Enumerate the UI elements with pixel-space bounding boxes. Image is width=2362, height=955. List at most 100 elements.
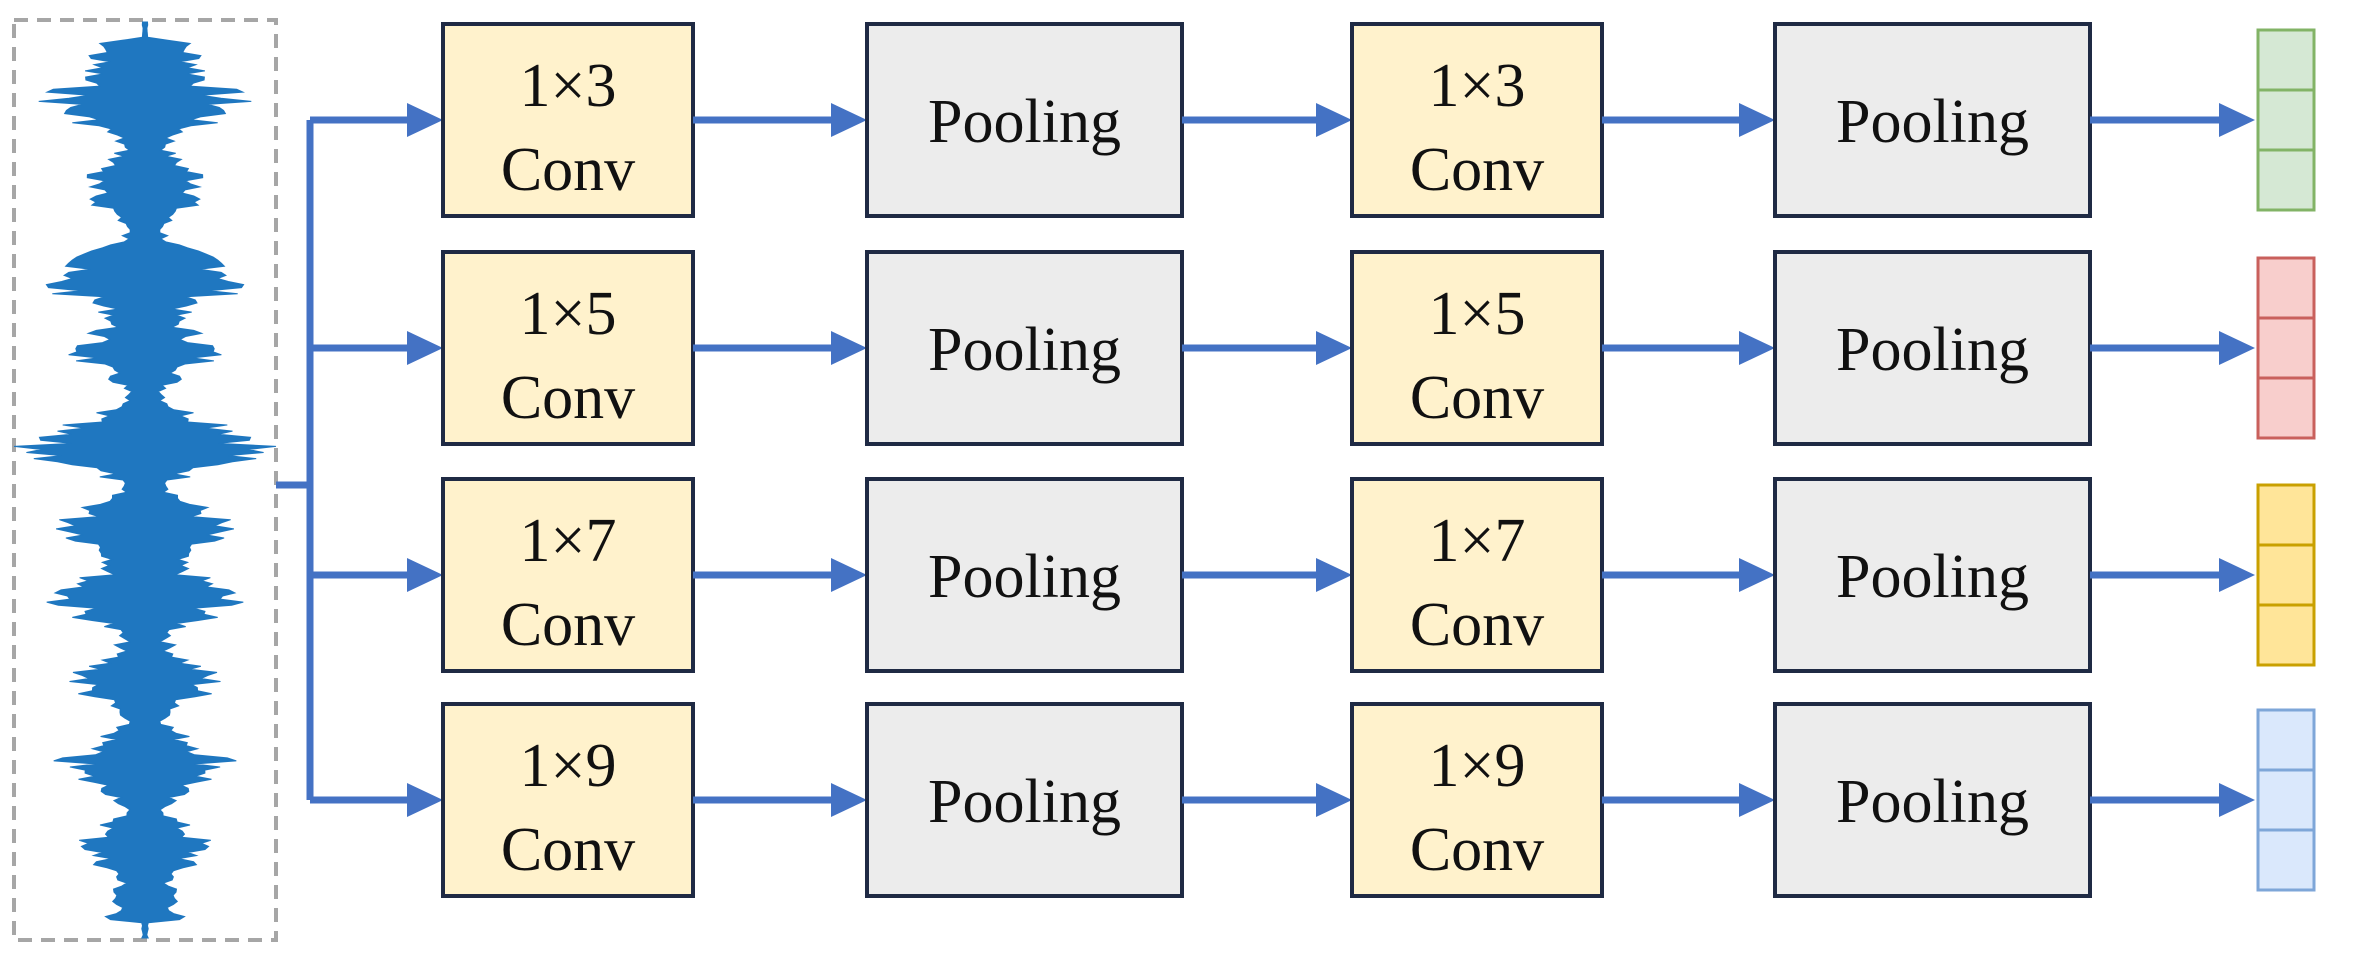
pooling-label: Pooling	[928, 543, 1121, 611]
conv-kernel-label: 1×7	[1429, 507, 1526, 575]
pooling-block-box	[865, 702, 1184, 898]
conv-kernel-label: 1×5	[520, 280, 617, 348]
pooling-label: Pooling	[1836, 88, 2029, 156]
output-feature-vector	[2256, 708, 2316, 892]
branch-input-arrow	[310, 783, 443, 817]
branches: 1×3ConvPooling1×3ConvPooling1×5ConvPooli…	[310, 22, 2316, 898]
conv-op-label: Conv	[1410, 364, 1544, 432]
pooling-block: Pooling	[1773, 702, 2092, 898]
flow-arrow-head	[831, 783, 867, 817]
pooling-label: Pooling	[928, 768, 1121, 836]
pooling-label: Pooling	[1836, 543, 2029, 611]
flow-arrow	[693, 103, 867, 137]
pooling-label: Pooling	[1836, 768, 2029, 836]
conv-block-box	[441, 22, 695, 218]
conv-block-box	[441, 702, 695, 898]
conv-kernel-label: 1×7	[520, 507, 617, 575]
conv-block-box	[1350, 477, 1604, 673]
vibration-waveform	[13, 21, 277, 939]
flow-arrow-head	[2219, 331, 2255, 365]
flow-arrow	[1182, 103, 1352, 137]
input-signal-border	[12, 18, 278, 942]
conv-op-label: Conv	[501, 364, 635, 432]
branch-input-arrow-head	[407, 103, 443, 137]
feature-cell	[2256, 316, 2316, 380]
flow-arrow	[693, 783, 867, 817]
flow-arrow	[693, 558, 867, 592]
flow-arrow-head	[1316, 558, 1352, 592]
flow-arrow	[2090, 558, 2255, 592]
output-feature-vector	[2256, 28, 2316, 212]
pooling-block: Pooling	[865, 250, 1184, 446]
conv-kernel-label: 1×9	[520, 732, 617, 800]
flow-arrow	[1182, 331, 1352, 365]
input-signal	[12, 18, 278, 942]
flow-arrow-head	[1316, 331, 1352, 365]
conv-kernel-label: 1×5	[1429, 280, 1526, 348]
pooling-block: Pooling	[1773, 477, 2092, 673]
pooling-block: Pooling	[1773, 250, 2092, 446]
feature-cell	[2256, 483, 2316, 547]
flow-arrow	[2090, 783, 2255, 817]
flow-arrow-head	[831, 558, 867, 592]
flow-arrow-head	[2219, 783, 2255, 817]
flow-arrow-head	[1739, 783, 1775, 817]
feature-cell	[2256, 148, 2316, 212]
flow-arrow	[1182, 783, 1352, 817]
flow-arrow	[2090, 103, 2255, 137]
feature-cell	[2256, 28, 2316, 92]
flow-arrow	[2090, 331, 2255, 365]
conv-kernel-label: 1×3	[1429, 52, 1526, 120]
conv-op-label: Conv	[1410, 816, 1544, 884]
feature-cell	[2256, 603, 2316, 667]
pooling-block: Pooling	[1773, 22, 2092, 218]
pooling-block: Pooling	[865, 477, 1184, 673]
feature-cell	[2256, 708, 2316, 772]
pooling-label: Pooling	[928, 88, 1121, 156]
flow-arrow-head	[1316, 103, 1352, 137]
feature-cell	[2256, 543, 2316, 607]
pooling-block-box	[1773, 477, 2092, 673]
pooling-label: Pooling	[1836, 316, 2029, 384]
conv-block-box	[1350, 22, 1604, 218]
output-feature-vector	[2256, 256, 2316, 440]
flow-arrow	[1602, 103, 1775, 137]
flow-arrow-head	[2219, 558, 2255, 592]
flow-arrow-head	[831, 331, 867, 365]
flow-arrow	[1602, 331, 1775, 365]
pooling-block-box	[865, 477, 1184, 673]
branch-input-arrow-head	[407, 783, 443, 817]
input-trunk	[276, 120, 314, 800]
flow-arrow	[1182, 558, 1352, 592]
feature-cell	[2256, 88, 2316, 152]
flow-arrow	[1602, 558, 1775, 592]
conv-op-label: Conv	[501, 136, 635, 204]
feature-cell	[2256, 256, 2316, 320]
flow-arrow	[693, 331, 867, 365]
flow-arrow-head	[1316, 783, 1352, 817]
branch-input-arrow	[310, 558, 443, 592]
pooling-label: Pooling	[928, 316, 1121, 384]
feature-cell	[2256, 376, 2316, 440]
conv-block-box	[441, 250, 695, 446]
conv-kernel-label: 1×3	[520, 52, 617, 120]
branch-input-arrow-head	[407, 331, 443, 365]
pooling-block: Pooling	[865, 702, 1184, 898]
branch-input-arrow	[310, 331, 443, 365]
pooling-block: Pooling	[865, 22, 1184, 218]
branch-input-arrow-head	[407, 558, 443, 592]
pooling-block-box	[1773, 250, 2092, 446]
flow-arrow-head	[831, 103, 867, 137]
flow-arrow-head	[1739, 558, 1775, 592]
